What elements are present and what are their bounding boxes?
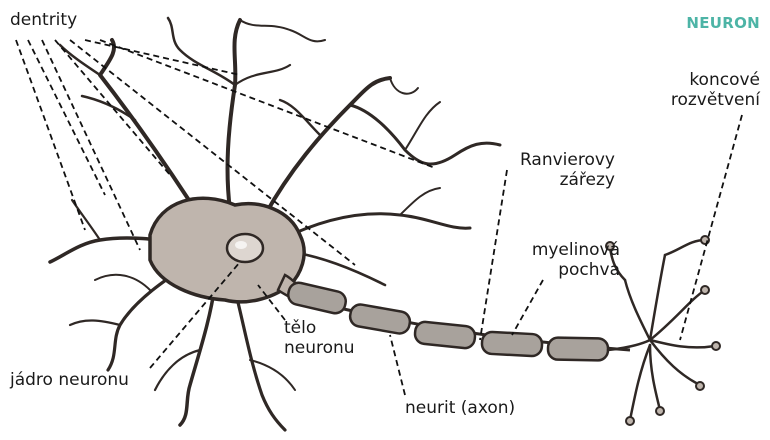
leader-lines xyxy=(16,40,742,395)
nucleus-shape xyxy=(227,234,263,262)
label-myelin-line1: myelinová xyxy=(532,240,620,260)
label-soma-line1: tělo xyxy=(284,318,316,338)
label-terminals-line1: koncové xyxy=(689,70,760,90)
label-nucleus: jádro neuronu xyxy=(10,370,129,390)
label-soma-line2: neuronu xyxy=(284,338,355,358)
label-ranvier-line1: Ranvierovy xyxy=(520,150,615,170)
label-dendrites: dentrity xyxy=(10,10,77,30)
label-ranvier-line2: zářezy xyxy=(560,170,615,190)
label-myelin-line2: pochva xyxy=(558,260,620,280)
label-axon: neurit (axon) xyxy=(405,398,515,418)
diagram-title: NEURON xyxy=(686,14,760,32)
label-terminals-line2: rozvětvení xyxy=(671,90,760,110)
axon-terminals xyxy=(608,240,715,420)
